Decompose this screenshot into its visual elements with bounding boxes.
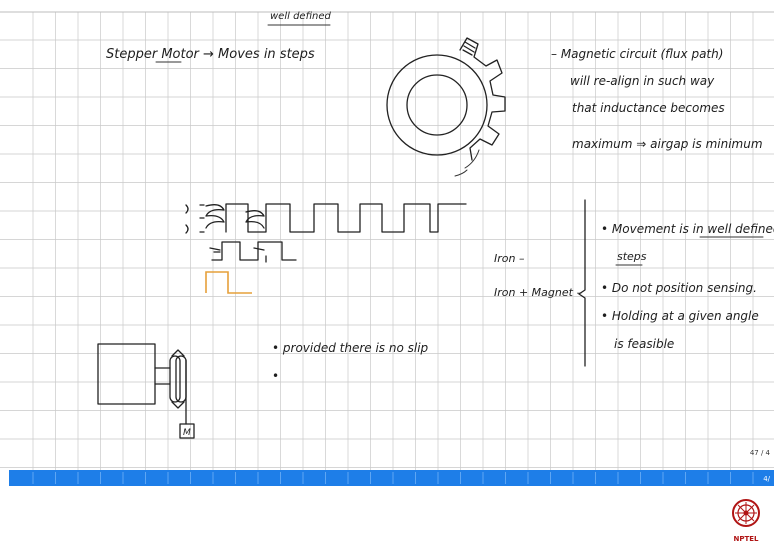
- magnetic-line-1: – Magnetic circuit (flux path): [551, 47, 723, 61]
- motor-pulley-sketch: M: [98, 344, 194, 438]
- page-indicator-sub: 4/: [763, 475, 770, 483]
- nptel-logo-label: NPTEL: [728, 535, 764, 543]
- iron-label: Iron –: [494, 252, 525, 265]
- toothed-rotor-sketch: [387, 38, 505, 176]
- nptel-logo: [731, 496, 761, 534]
- magnetic-line-3: that inductance becomes: [572, 101, 725, 115]
- page-scroll-bar[interactable]: [9, 470, 774, 486]
- bracket-line: [579, 200, 585, 366]
- slip-note: • provided there is no slip: [272, 341, 429, 355]
- well-defined-note: well defined: [270, 11, 332, 22]
- holding-note: • Holding at a given angle: [601, 309, 759, 323]
- feasible-note: is feasible: [614, 337, 674, 351]
- stepper-title: Stepper Motor → Moves in steps: [106, 47, 315, 62]
- empty-bullet: •: [272, 369, 279, 383]
- magnetic-line-4: maximum ⇒ airgap is minimum: [572, 137, 763, 151]
- magnetic-line-2: will re-align in such way: [570, 74, 715, 88]
- movement-note: • Movement is in well defined: [601, 222, 774, 236]
- iron-magnet-label: Iron + Magnet –: [494, 286, 582, 299]
- motor-label: M: [183, 428, 191, 438]
- no-sensing-note: • Do not position sensing.: [601, 281, 757, 295]
- steps-note: steps: [617, 250, 647, 263]
- page-indicator: 47 / 4: [750, 449, 770, 457]
- pulse-train-sketch: [186, 204, 466, 293]
